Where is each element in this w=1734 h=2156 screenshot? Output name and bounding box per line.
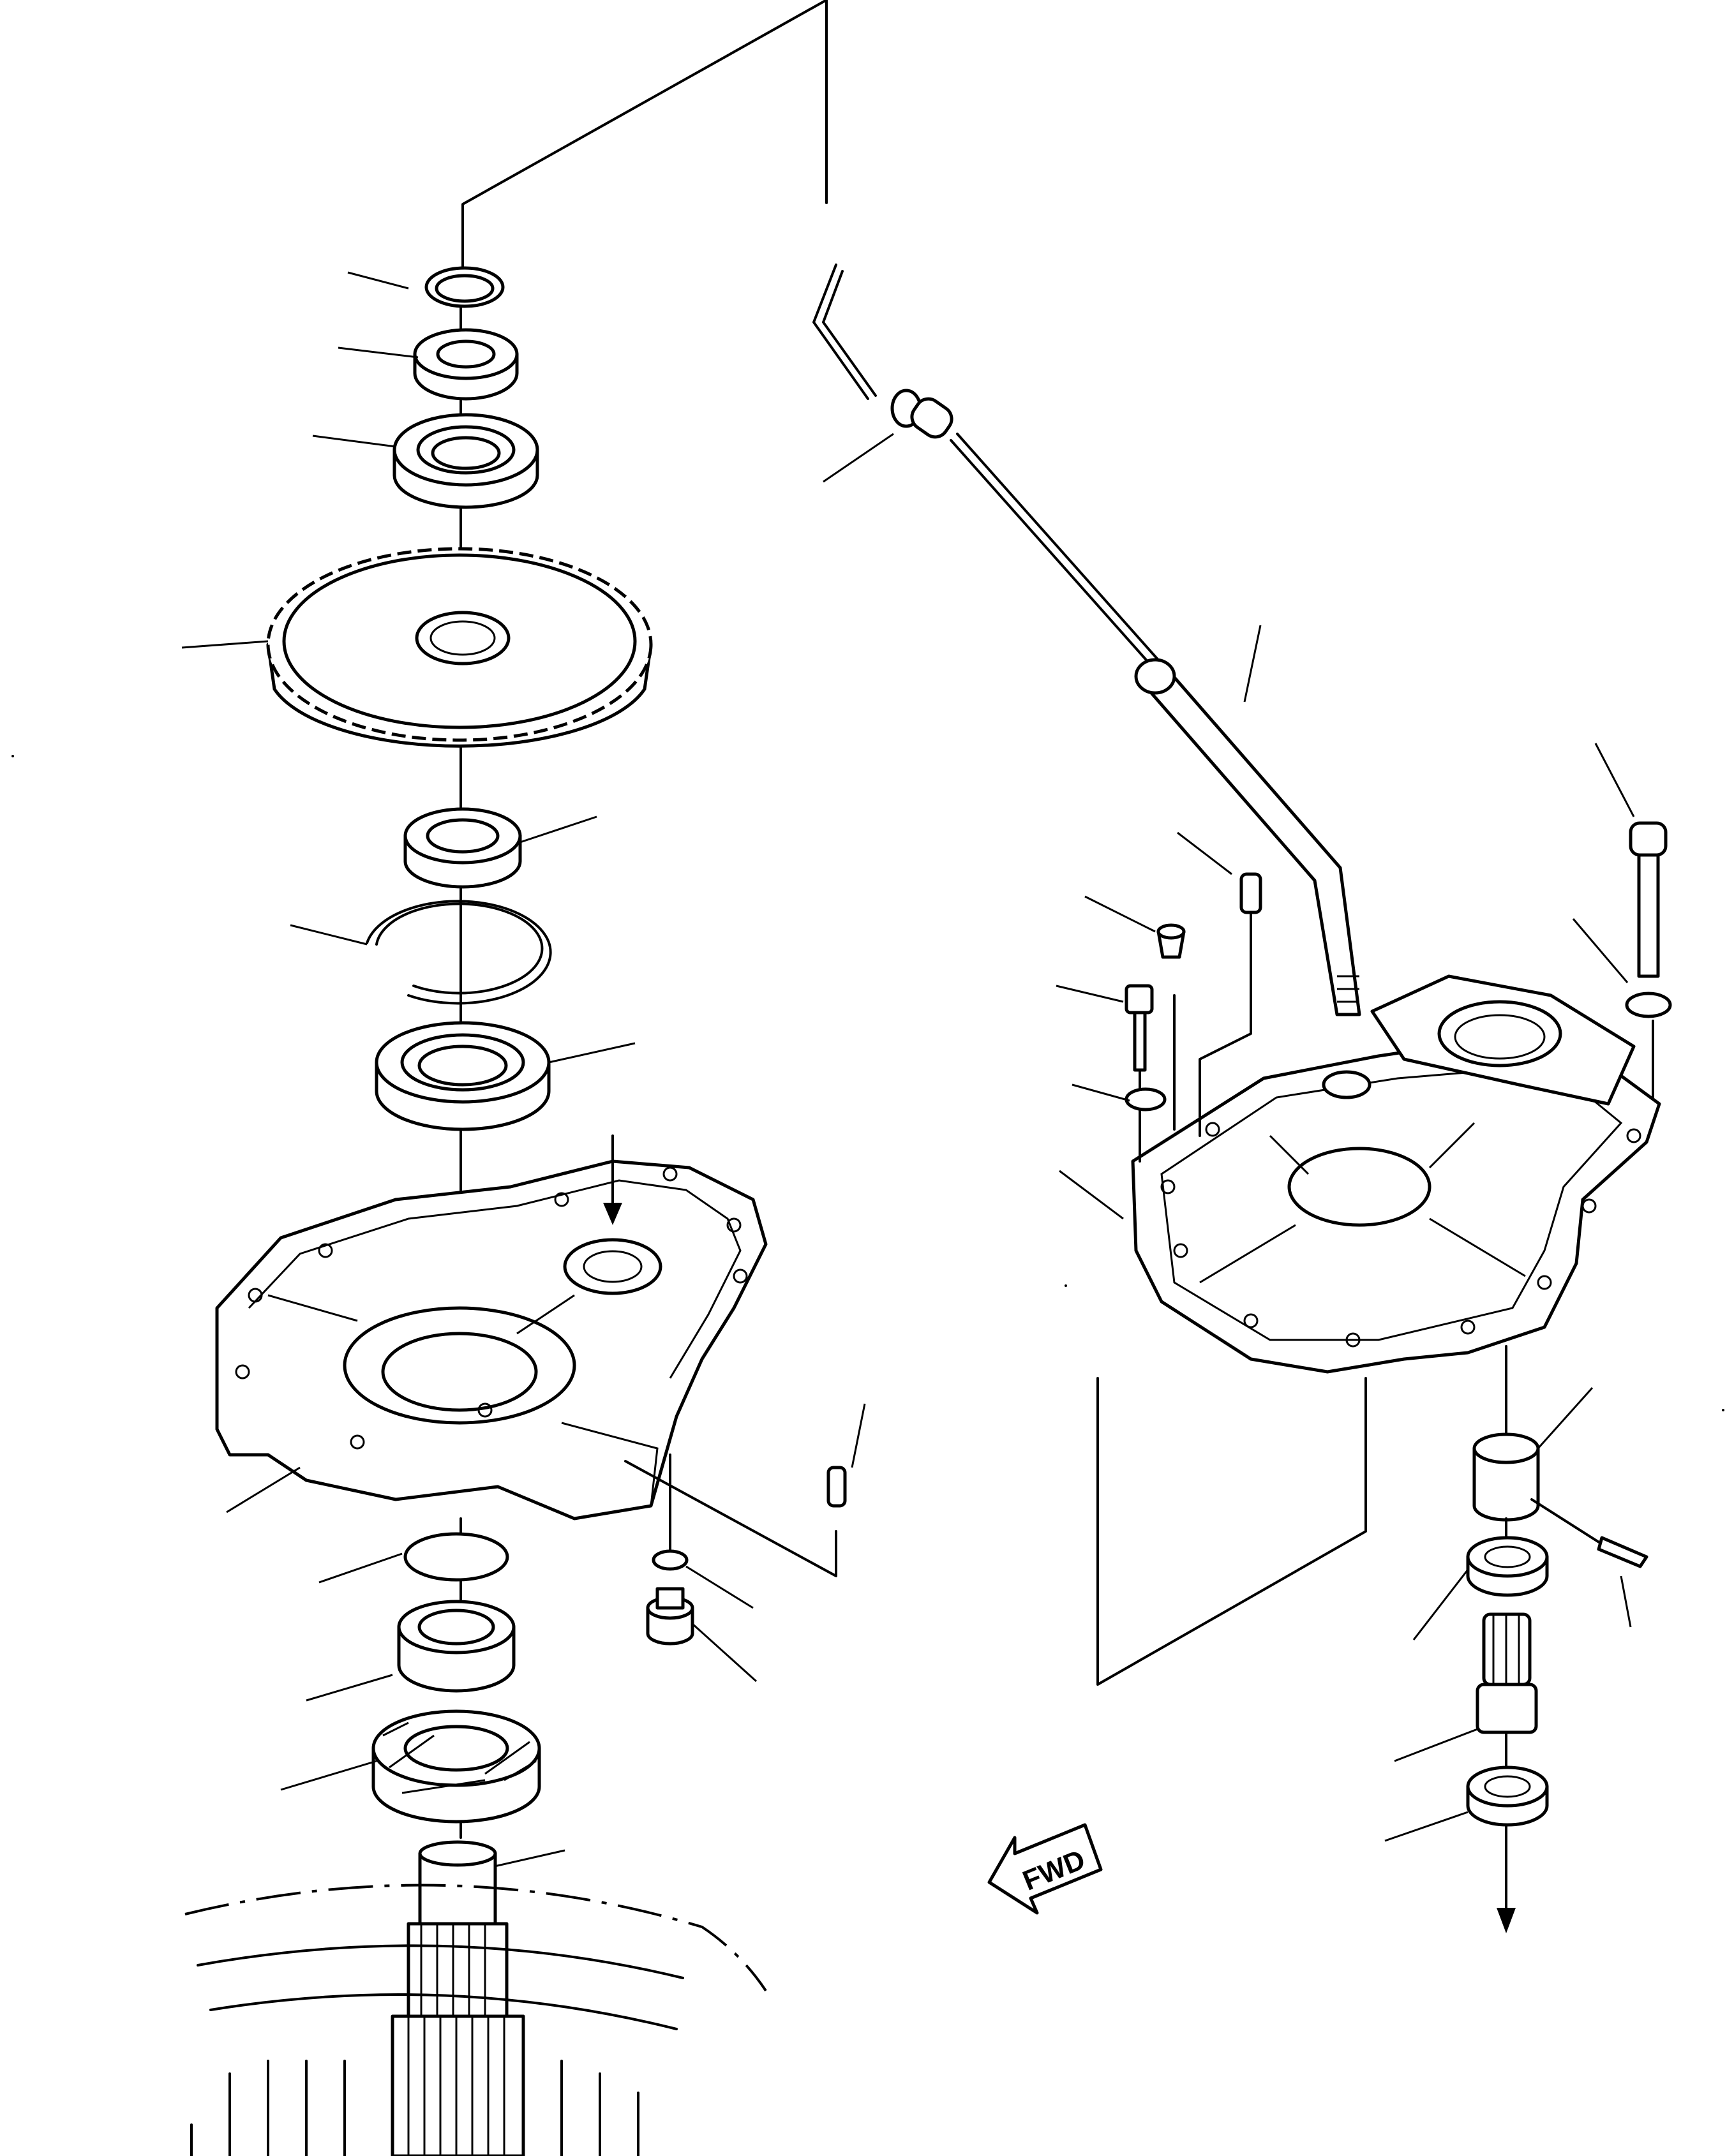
- pin-small: [1239, 872, 1262, 914]
- drain-plug: [646, 1453, 694, 1646]
- cotter-pin: [1530, 1498, 1648, 1568]
- bushing-lower: [403, 807, 522, 889]
- dowel-pin: [826, 1466, 847, 1508]
- large-spur-gear: [266, 547, 653, 748]
- cover-bolt: [1125, 905, 1252, 1163]
- left-housing-cover: [215, 1159, 768, 1520]
- leader-lines: [181, 271, 1635, 1868]
- forward-direction-indicator: FWD: [987, 1823, 1103, 1915]
- right-assembly-bracket: [1096, 1377, 1367, 1686]
- plug-reference-line: [624, 1460, 837, 1577]
- stray-dots: [11, 755, 1724, 1411]
- right-housing-cover: [1131, 974, 1661, 1374]
- o-ring-lower: [403, 1532, 509, 1582]
- long-bolt: [1625, 821, 1672, 1099]
- drum-outline: [184, 1884, 767, 2156]
- lower-bearing: [375, 1021, 551, 1131]
- snap-ring-top: [424, 266, 505, 308]
- assembly-reference-lines: [461, 0, 828, 269]
- insert-arrow-left: [603, 1134, 622, 1225]
- plug-cap: [1156, 923, 1186, 959]
- upper-bearing: [392, 413, 539, 509]
- right-lower-stack: [1466, 1345, 1549, 1933]
- dipstick: [812, 264, 1163, 671]
- seal-bushing: [397, 1600, 516, 1693]
- oil-seal: [371, 1709, 541, 1824]
- dipstick-tube: [1134, 658, 1361, 1016]
- spacer-ring: [413, 328, 519, 401]
- large-snap-ring: [366, 900, 552, 1005]
